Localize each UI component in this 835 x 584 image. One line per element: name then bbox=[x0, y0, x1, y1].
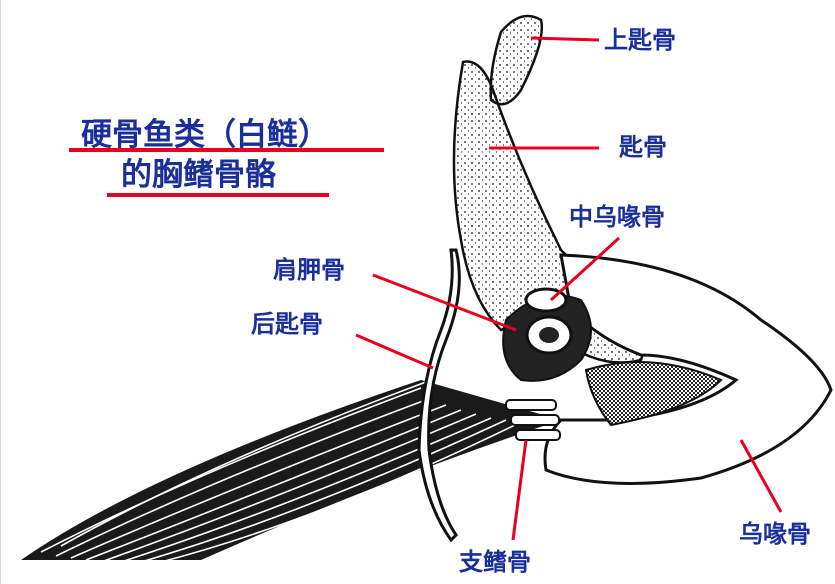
leader-radials bbox=[513, 440, 526, 540]
title-line2: 的胸鳍骨骼 bbox=[121, 160, 276, 191]
label-coracoid: 乌喙骨 bbox=[739, 522, 811, 546]
leader-scapula bbox=[373, 275, 516, 330]
leader-upper-spoon-bone bbox=[531, 38, 599, 40]
label-upper-spoon-bone: 上匙骨 bbox=[604, 28, 676, 52]
label-radials: 支鳍骨 bbox=[459, 550, 531, 574]
leader-post-spoon-bone bbox=[356, 335, 433, 368]
leader-coracoid bbox=[741, 440, 781, 512]
label-scapula: 肩胛骨 bbox=[273, 258, 345, 282]
label-spoon-bone: 匙骨 bbox=[619, 135, 667, 159]
leader-mid-coracoid bbox=[551, 238, 619, 300]
title-underline-1 bbox=[69, 148, 384, 152]
title-underline-2 bbox=[107, 193, 329, 197]
label-mid-coracoid: 中乌喙骨 bbox=[569, 205, 665, 229]
label-post-spoon-bone: 后匙骨 bbox=[251, 312, 323, 336]
title-line1: 硬骨鱼类（白鲢） bbox=[81, 120, 329, 151]
